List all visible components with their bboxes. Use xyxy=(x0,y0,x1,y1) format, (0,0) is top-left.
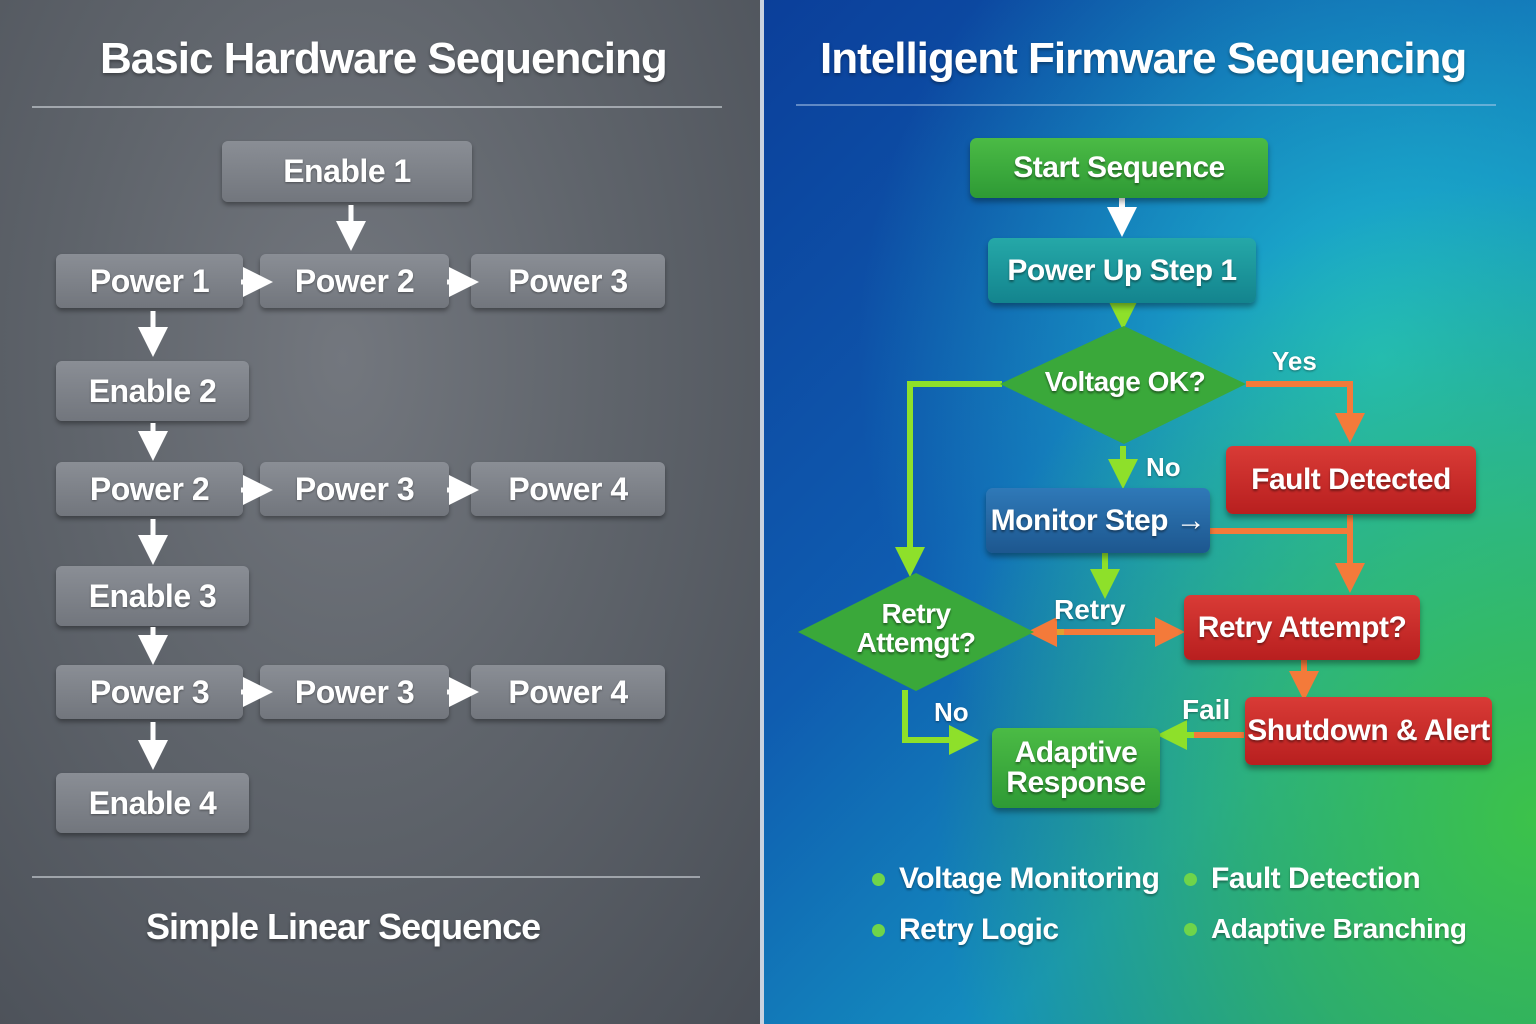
basic-hardware-panel: Basic Hardware Sequencing Enable 1 Power… xyxy=(0,0,762,1024)
node-shutdown-alert: Shutdown & Alert xyxy=(1245,697,1492,765)
voltage-ok-diamond xyxy=(1000,326,1246,444)
node-adaptive-response: Adaptive Response xyxy=(992,728,1160,808)
edge-label-yes: Yes xyxy=(1272,346,1317,376)
feature-voltage-monitoring: Voltage Monitoring xyxy=(872,862,1160,896)
bullet-icon xyxy=(872,872,885,886)
retry-diamond-line1: Retry xyxy=(881,598,951,629)
node-power-3-row3: Power 3 xyxy=(56,665,243,719)
bullet-icon xyxy=(1184,872,1197,886)
bullet-icon xyxy=(872,923,885,937)
no-retry-arrow xyxy=(902,690,979,755)
footer-divider xyxy=(32,876,700,878)
feature-adaptive-branching: Adaptive Branching xyxy=(1184,913,1467,945)
node-power-up-step-1: Power Up Step 1 xyxy=(988,238,1256,303)
flow-arrows xyxy=(798,198,1365,755)
node-enable-4: Enable 4 xyxy=(56,773,249,833)
adaptive-line1: Adaptive xyxy=(1014,736,1138,769)
node-retry-attempt: Retry Attempt? xyxy=(1184,595,1420,660)
title-divider xyxy=(796,104,1496,106)
node-power-2-row2: Power 2 xyxy=(56,462,243,516)
yes-branch-arrow xyxy=(1246,381,1365,443)
node-fault-detected: Fault Detected xyxy=(1226,446,1476,514)
panel-divider xyxy=(760,0,764,1024)
left-panel-footer: Simple Linear Sequence xyxy=(146,906,541,947)
edge-label-no: No xyxy=(1146,452,1181,482)
feature-label: Fault Detection xyxy=(1211,862,1421,895)
no-branch-left-arrow xyxy=(895,381,1002,577)
feature-label: Adaptive Branching xyxy=(1211,913,1467,944)
node-power-2: Power 2 xyxy=(260,254,449,308)
node-enable-3: Enable 3 xyxy=(56,566,249,626)
bullet-icon xyxy=(1184,922,1197,936)
node-start-sequence: Start Sequence xyxy=(970,138,1268,198)
retry-diamond-line2: Attemgt? xyxy=(856,627,976,659)
title-divider xyxy=(32,106,722,108)
left-panel-title: Basic Hardware Sequencing xyxy=(100,34,668,83)
intelligent-firmware-panel: Intelligent Firmware Sequencing xyxy=(764,0,1536,1024)
edge-label-retry: Retry xyxy=(1054,594,1126,625)
node-power-1: Power 1 xyxy=(56,254,243,308)
left-arrows xyxy=(138,205,479,770)
feature-retry-logic: Retry Logic xyxy=(872,913,1059,947)
edge-label-no-retry: No xyxy=(934,697,969,727)
edge-label-fail: Fail xyxy=(1182,694,1231,725)
node-power-3: Power 3 xyxy=(471,254,665,308)
voltage-ok-label: Voltage OK? xyxy=(1044,366,1206,397)
node-power-4-row2: Power 4 xyxy=(471,462,665,516)
feature-label: Retry Logic xyxy=(899,913,1059,946)
feature-label: Voltage Monitoring xyxy=(899,862,1160,895)
retry-diamond-label: Retry Attemgt? xyxy=(836,599,996,658)
node-enable-1: Enable 1 xyxy=(222,141,472,202)
right-panel-title: Intelligent Firmware Sequencing xyxy=(820,34,1467,83)
node-enable-2: Enable 2 xyxy=(56,361,249,421)
adaptive-line2: Response xyxy=(1006,766,1146,799)
node-monitor-step: Monitor Step → xyxy=(986,488,1210,553)
node-power-3b-row3: Power 3 xyxy=(260,665,449,719)
feature-fault-detection: Fault Detection xyxy=(1184,862,1421,896)
node-power-4-row3: Power 4 xyxy=(471,665,665,719)
retry-attempt-diamond xyxy=(798,573,1034,691)
node-power-3-row2: Power 3 xyxy=(260,462,449,516)
